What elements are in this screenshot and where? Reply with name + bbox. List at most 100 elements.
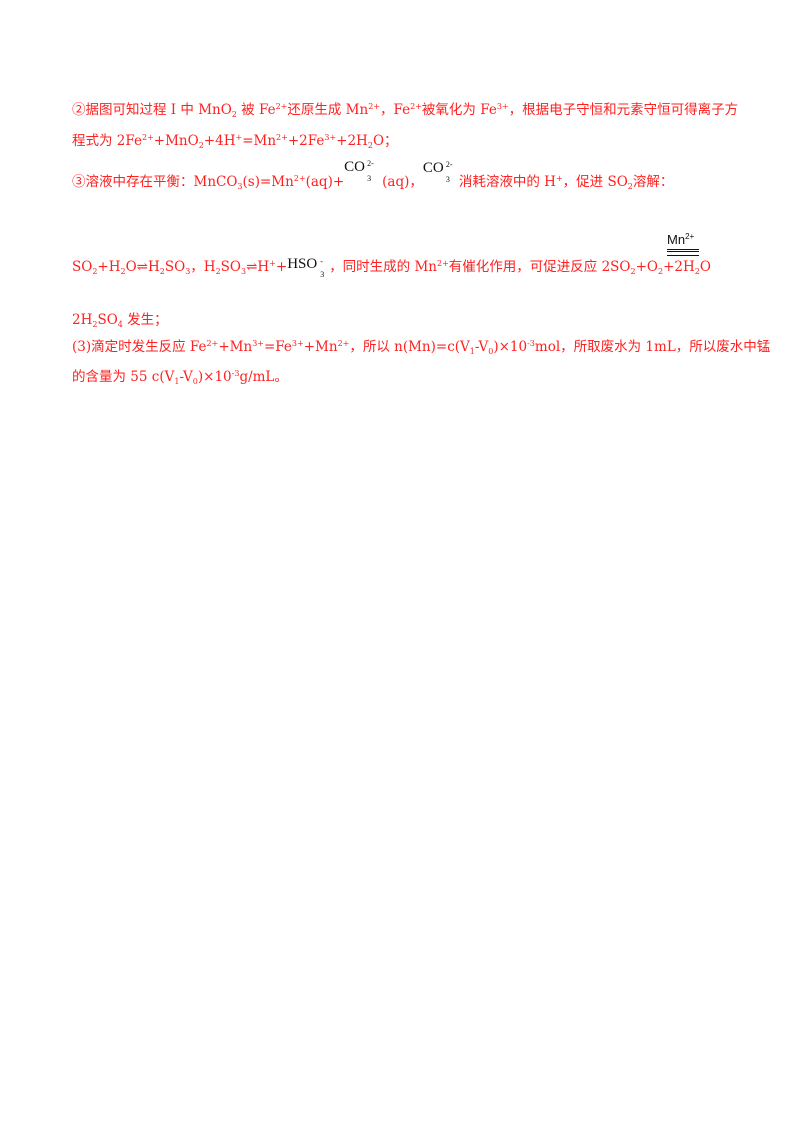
text-segment: +H bbox=[97, 259, 121, 275]
equals-sign-bar bbox=[667, 249, 699, 256]
text-segment: 被氧化为 Fe bbox=[421, 102, 497, 118]
subscript: 3 bbox=[445, 175, 450, 184]
text-segment: SO bbox=[97, 312, 118, 328]
subscript: 1 bbox=[469, 347, 475, 356]
bisulfite-ion-formula: HSO- 3 bbox=[287, 255, 329, 279]
text-segment: (3)滴定时发生反应 Fe bbox=[72, 339, 207, 355]
subscript: 2 bbox=[159, 267, 165, 276]
text-segment: mol，所取废水为 1mL，所以废水中锰 bbox=[534, 339, 771, 355]
subscript: 3 bbox=[320, 270, 325, 279]
superscript: 3+ bbox=[496, 102, 509, 111]
superscript: + bbox=[235, 133, 243, 142]
subscript: 2 bbox=[215, 267, 221, 276]
text-segment: +4H bbox=[203, 133, 236, 149]
text-segment: ②据图可知过程 I 中 MnO bbox=[72, 102, 232, 118]
text-segment: 还原生成 Mn bbox=[287, 102, 369, 118]
subscript: 2 bbox=[198, 141, 204, 150]
superscript: 2- bbox=[367, 159, 374, 168]
subscript: 2 bbox=[694, 267, 700, 276]
catalyst-text: Mn bbox=[667, 232, 686, 247]
text-segment: -V bbox=[179, 369, 193, 385]
text-segment: SO bbox=[164, 259, 186, 275]
text-segment: +O bbox=[635, 259, 658, 275]
text-segment: (aq)+ bbox=[305, 174, 345, 190]
text-segment: +2H bbox=[336, 133, 368, 149]
superscript: + bbox=[269, 259, 276, 268]
text-segment: ，根据电子守恒和元素守恒可得离子方 bbox=[508, 102, 739, 118]
text-segment: +2Fe bbox=[287, 133, 325, 149]
paragraph-line-6: (3)滴定时发生反应 Fe2++Mn3+=Fe3++Mn2+，所以 n(Mn)=… bbox=[72, 339, 771, 356]
superscript: 2- bbox=[445, 160, 453, 169]
text-segment: SO bbox=[220, 259, 241, 275]
subscript: 0 bbox=[192, 377, 198, 386]
subscript: 0 bbox=[488, 347, 494, 356]
text-segment: ，促进 SO bbox=[562, 174, 628, 190]
text-segment: ⇌H bbox=[246, 259, 270, 275]
subscript: 3 bbox=[185, 267, 191, 276]
superscript: -3 bbox=[527, 339, 535, 348]
superscript: 2+ bbox=[293, 174, 306, 183]
subscript: 4 bbox=[117, 320, 123, 329]
superscript: - bbox=[320, 257, 323, 266]
subscript: 2 bbox=[627, 182, 633, 191]
superscript: 3+ bbox=[324, 133, 337, 142]
text-segment: )×10 bbox=[197, 369, 232, 385]
subscript: 3 bbox=[237, 182, 243, 191]
text-segment: 消耗溶液中的 H bbox=[458, 174, 556, 190]
text-segment: (s)=Mn bbox=[242, 174, 294, 190]
text-segment: 的含量为 55 c(V bbox=[72, 369, 175, 385]
catalyst-label: Mn2+ bbox=[667, 232, 699, 256]
subscript: 2 bbox=[630, 267, 636, 276]
text-segment: g/mL。 bbox=[239, 369, 288, 385]
formula-main: CO bbox=[344, 159, 365, 175]
text-segment: O⇌H bbox=[125, 259, 160, 275]
superscript: 2+ bbox=[437, 259, 449, 268]
text-segment: + bbox=[275, 259, 288, 275]
paragraph-line-5: 2H2SO4 发生； bbox=[72, 312, 168, 329]
subscript: 2 bbox=[92, 267, 98, 276]
text-segment: )×10 bbox=[493, 339, 528, 355]
formula-main: HSO bbox=[287, 256, 318, 272]
text-segment: 被 Fe bbox=[236, 102, 276, 118]
text-segment: O； bbox=[372, 133, 398, 149]
text-segment: 溶解： bbox=[632, 174, 674, 190]
text-segment: 有催化作用，可促进反应 2SO bbox=[448, 259, 631, 275]
text-segment: =Mn bbox=[242, 133, 277, 149]
subscript: 1 bbox=[174, 377, 180, 386]
text-segment: +2H bbox=[663, 259, 695, 275]
superscript: 2+ bbox=[337, 339, 350, 348]
subscript: 3 bbox=[240, 267, 247, 276]
superscript: 2+ bbox=[206, 339, 219, 348]
paragraph-line-4: SO2+H2O⇌H2SO3，H2SO3⇌H++HSO-3，同时生成的 Mn2+有… bbox=[72, 255, 711, 279]
text-segment: -V bbox=[474, 339, 489, 355]
superscript: 2+ bbox=[368, 102, 380, 111]
subscript: 2 bbox=[120, 267, 126, 276]
text-segment: ③溶液中存在平衡：MnCO bbox=[72, 174, 238, 190]
subscript: 2 bbox=[367, 141, 373, 150]
text-segment: 发生； bbox=[122, 312, 168, 328]
text-segment: ，同时生成的 Mn bbox=[329, 259, 437, 275]
subscript: 2 bbox=[92, 320, 98, 329]
superscript: 2+ bbox=[276, 133, 288, 142]
text-segment: ，所以 n(Mn)=c(V bbox=[349, 339, 470, 355]
text-segment: SO bbox=[72, 259, 93, 275]
superscript: 3+ bbox=[291, 339, 304, 348]
subscript: 2 bbox=[231, 110, 237, 119]
text-segment: +Mn bbox=[218, 339, 253, 355]
superscript: 2+ bbox=[142, 133, 154, 142]
paragraph-line-2: 程式为 2Fe2++MnO2+4H+=Mn2++2Fe3++2H2O； bbox=[72, 133, 398, 150]
superscript: -3 bbox=[231, 369, 240, 378]
formula-main: CO bbox=[422, 160, 444, 176]
text-segment: 程式为 2Fe bbox=[72, 133, 142, 149]
superscript: 2+ bbox=[685, 232, 695, 241]
text-segment: ，Fe bbox=[380, 102, 411, 118]
superscript: + bbox=[555, 174, 563, 183]
text-segment: ，H bbox=[190, 259, 216, 275]
text-segment: =Fe bbox=[263, 339, 292, 355]
paragraph-line-7: 的含量为 55 c(V1-V0)×10-3g/mL。 bbox=[72, 369, 288, 386]
subscript: 2 bbox=[657, 267, 664, 276]
